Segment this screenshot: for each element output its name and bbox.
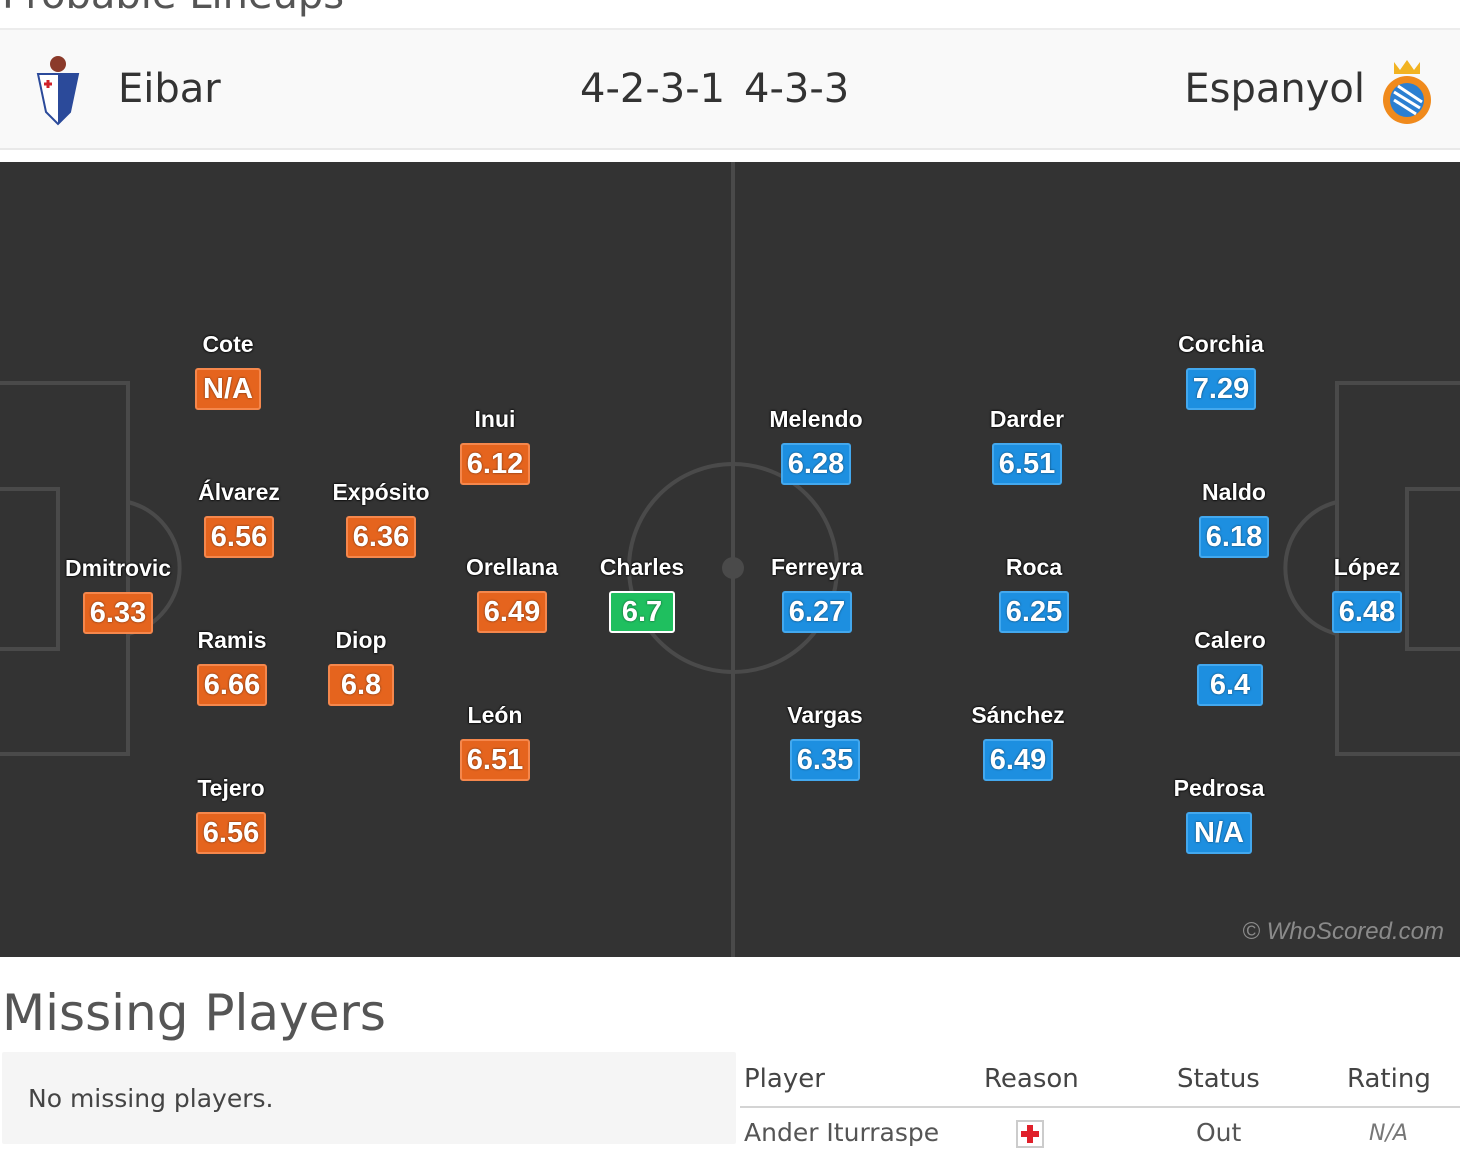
player-rating: 6.7 <box>609 591 675 633</box>
away-team-name[interactable]: Espanyol <box>1184 66 1365 112</box>
missing-players-title: Missing Players <box>2 984 386 1042</box>
player-marker[interactable]: Pedrosa N/A <box>1149 774 1289 854</box>
player-rating: 6.49 <box>982 739 1054 781</box>
home-missing-panel: No missing players. <box>2 1052 736 1144</box>
no-missing-message: No missing players. <box>28 1084 274 1113</box>
player-rating: 6.12 <box>459 443 531 485</box>
home-team-name[interactable]: Eibar <box>118 66 221 112</box>
player-rating: 6.51 <box>459 739 531 781</box>
player-name: Diop <box>335 627 387 653</box>
player-rating: 6.25 <box>998 591 1070 633</box>
missing-rating: N/A <box>1369 1121 1408 1146</box>
player-rating: 6.35 <box>789 739 861 781</box>
player-name: Ferreyra <box>770 554 864 580</box>
player-name: Tejero <box>197 775 265 801</box>
player-rating: 6.51 <box>991 443 1063 485</box>
player-rating: 6.27 <box>781 591 853 633</box>
player-name: Ramis <box>197 627 267 653</box>
player-name: López <box>1333 554 1401 580</box>
player-name: Dmitrovic <box>64 555 172 581</box>
player-name: León <box>467 702 523 728</box>
home-formation: 4-2-3-1 <box>580 66 726 112</box>
player-marker[interactable]: Charles 6.7 <box>572 553 712 633</box>
player-name: Naldo <box>1202 479 1266 505</box>
player-marker[interactable]: López 6.48 <box>1297 553 1437 633</box>
player-name: Inui <box>474 406 516 432</box>
player-marker[interactable]: Naldo 6.18 <box>1164 478 1304 558</box>
espanyol-crest-icon[interactable] <box>1380 56 1434 126</box>
lineup-header: Eibar 4-2-3-1 4-3-3 Espanyol <box>0 30 1460 150</box>
lineup-pitch: Dmitrovic 6.33 Cote N/A Álvarez 6.56 Ram… <box>0 162 1460 957</box>
player-name: Expósito <box>332 479 430 505</box>
player-name: Charles <box>599 554 685 580</box>
missing-player-name[interactable]: Ander Iturraspe <box>744 1118 940 1147</box>
player-marker[interactable]: Ferreyra 6.27 <box>747 553 887 633</box>
player-rating: 6.28 <box>780 443 852 485</box>
player-name: Darder <box>989 406 1065 432</box>
header-rating[interactable]: Rating <box>1347 1064 1431 1094</box>
player-marker[interactable]: Cote N/A <box>158 330 298 410</box>
section-title: Probable Lineups <box>2 0 344 18</box>
player-rating: 6.36 <box>345 516 417 558</box>
player-marker[interactable]: Álvarez 6.56 <box>169 478 309 558</box>
player-marker[interactable]: Ramis 6.66 <box>162 626 302 706</box>
table-divider <box>740 1106 1460 1108</box>
player-marker[interactable]: Sánchez 6.49 <box>948 701 1088 781</box>
missing-status: Out <box>1196 1118 1242 1147</box>
player-rating: 6.33 <box>82 592 154 634</box>
section-title-strip: Probable Lineups <box>0 0 1460 30</box>
player-rating: 6.56 <box>195 812 267 854</box>
away-formation: 4-3-3 <box>744 66 850 112</box>
player-marker[interactable]: Vargas 6.35 <box>755 701 895 781</box>
player-name: Corchia <box>1178 331 1264 357</box>
player-marker[interactable]: Dmitrovic 6.33 <box>48 554 188 634</box>
player-rating: N/A <box>1186 812 1252 854</box>
player-name: Melendo <box>769 406 863 432</box>
player-marker[interactable]: Inui 6.12 <box>425 405 565 485</box>
eibar-crest-icon[interactable] <box>34 54 82 126</box>
player-marker[interactable]: Roca 6.25 <box>964 553 1104 633</box>
player-marker[interactable]: Orellana 6.49 <box>442 553 582 633</box>
player-marker[interactable]: Melendo 6.28 <box>746 405 886 485</box>
player-marker[interactable]: Calero 6.4 <box>1160 626 1300 706</box>
player-name: Cote <box>202 331 254 357</box>
player-marker[interactable]: León 6.51 <box>425 701 565 781</box>
header-reason[interactable]: Reason <box>984 1064 1079 1094</box>
watermark: © WhoScored.com <box>1242 918 1444 945</box>
header-player[interactable]: Player <box>744 1064 825 1094</box>
injury-icon <box>1016 1120 1044 1148</box>
player-rating: 6.49 <box>476 591 548 633</box>
player-rating: 7.29 <box>1185 368 1257 410</box>
player-rating: 6.4 <box>1197 664 1263 706</box>
player-marker[interactable]: Darder 6.51 <box>957 405 1097 485</box>
player-name: Sánchez <box>971 702 1065 728</box>
player-name: Pedrosa <box>1173 775 1265 801</box>
player-rating: 6.48 <box>1331 591 1403 633</box>
player-marker[interactable]: Expósito 6.36 <box>311 478 451 558</box>
player-name: Álvarez <box>198 479 280 505</box>
player-rating: 6.8 <box>328 664 394 706</box>
player-rating: 6.18 <box>1198 516 1270 558</box>
pitch-markings <box>0 162 1460 957</box>
player-marker[interactable]: Diop 6.8 <box>291 626 431 706</box>
player-name: Calero <box>1194 627 1266 653</box>
player-marker[interactable]: Tejero 6.56 <box>161 774 301 854</box>
player-name: Roca <box>1005 554 1063 580</box>
player-rating: 6.66 <box>196 664 268 706</box>
header-status[interactable]: Status <box>1177 1064 1260 1094</box>
player-name: Orellana <box>465 554 559 580</box>
player-rating: N/A <box>195 368 261 410</box>
player-rating: 6.56 <box>203 516 275 558</box>
player-marker[interactable]: Corchia 7.29 <box>1151 330 1291 410</box>
player-name: Vargas <box>787 702 863 728</box>
